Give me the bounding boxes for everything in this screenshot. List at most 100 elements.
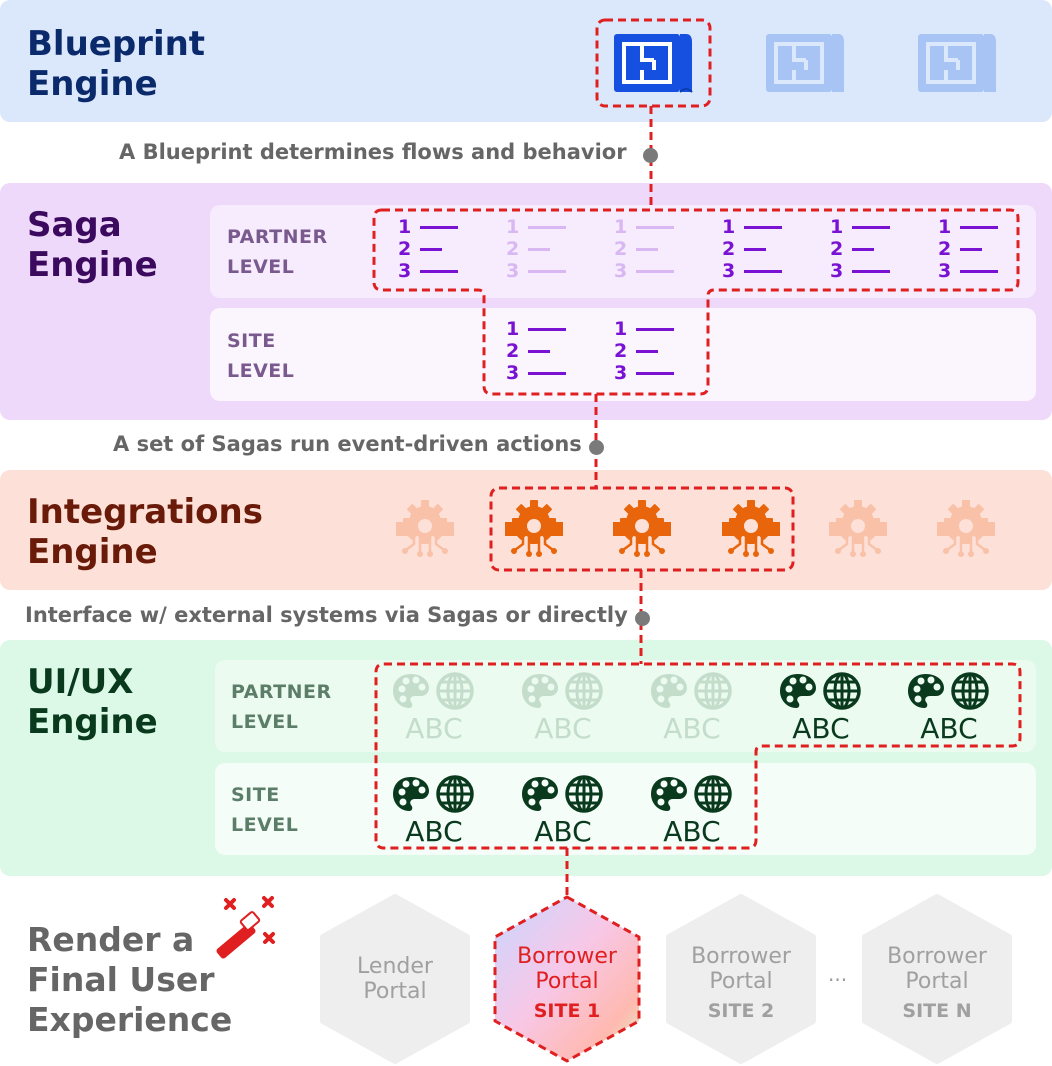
saga-list-line — [636, 270, 674, 273]
globe-icon — [565, 672, 603, 710]
saga-list-line — [528, 372, 566, 375]
uiux-component[interactable]: ABC — [391, 672, 491, 752]
uiux-component[interactable]: ABC — [520, 672, 620, 752]
saga-list-line — [528, 270, 566, 273]
integration-gear-icon[interactable] — [609, 498, 675, 560]
palette-icon — [522, 674, 558, 708]
uiux-component[interactable]: ABC — [649, 775, 749, 855]
saga-list-line — [744, 226, 782, 229]
saga-caption: A set of Sagas run event-driven actions — [113, 432, 582, 456]
uiux-site-label-line1: SITE — [231, 784, 280, 806]
saga-list-line — [744, 248, 766, 251]
blueprint-icon[interactable] — [764, 30, 846, 96]
saga-partner-level-label: PARTNER LEVEL — [227, 222, 328, 282]
saga-list-number: 1 — [614, 216, 628, 238]
saga-list-line — [420, 270, 458, 273]
integration-gear-icon[interactable] — [825, 498, 891, 560]
saga-list-line — [852, 270, 890, 273]
globe-icon — [951, 672, 989, 710]
uiux-component[interactable]: ABC — [906, 672, 1006, 752]
saga-list-line — [636, 226, 674, 229]
saga-list-line — [960, 270, 998, 273]
saga-list-number: 3 — [614, 260, 628, 282]
hexagon-shape — [320, 894, 470, 1064]
saga-list-number: 2 — [506, 238, 520, 260]
uiux-component-label: ABC — [405, 815, 463, 848]
portal-site-label: SITE 2 — [707, 1000, 775, 1022]
saga-list-line — [528, 328, 566, 331]
globe-icon — [436, 775, 474, 813]
saga-list-number: 2 — [722, 238, 736, 260]
portal-name-line2: Portal — [535, 969, 599, 994]
saga-list-number: 3 — [506, 362, 520, 384]
portal-site-label: SITE 1 — [533, 1000, 601, 1022]
portal-name-line1: Borrower — [887, 944, 987, 969]
integration-gear-icon[interactable] — [933, 498, 999, 560]
saga-list-number: 3 — [722, 260, 736, 282]
integrations-engine-title: Integrations Engine — [27, 492, 263, 572]
portal-name-line1: Lender — [357, 954, 433, 979]
saga-list-line — [636, 328, 674, 331]
saga-list-number: 1 — [398, 216, 412, 238]
saga-list-number: 3 — [938, 260, 952, 282]
saga-list-number: 1 — [938, 216, 952, 238]
uiux-component[interactable]: ABC — [778, 672, 878, 752]
blueprint-caption-dot — [643, 148, 658, 163]
palette-icon — [908, 674, 944, 708]
palette-icon — [393, 777, 429, 811]
uiux-component-label: ABC — [534, 712, 592, 745]
saga-site-label-line1: SITE — [227, 330, 276, 352]
uiux-site-label-line2: LEVEL — [231, 814, 299, 836]
saga-caption-dot — [589, 440, 604, 455]
globe-icon — [565, 775, 603, 813]
uiux-component[interactable]: ABC — [391, 775, 491, 855]
globe-icon — [823, 672, 861, 710]
palette-icon — [651, 777, 687, 811]
saga-list-line — [636, 372, 674, 375]
globe-icon — [694, 672, 732, 710]
uiux-component[interactable]: ABC — [520, 775, 620, 855]
saga-list-line — [420, 226, 458, 229]
saga-list-number: 3 — [506, 260, 520, 282]
saga-list-number: 1 — [722, 216, 736, 238]
render-title-line3: Experience — [27, 1000, 233, 1039]
blueprint-caption: A Blueprint determines flows and behavio… — [119, 140, 627, 164]
blueprint-icon[interactable] — [612, 30, 694, 96]
uiux-component[interactable]: ABC — [649, 672, 749, 752]
saga-list-line — [528, 350, 550, 353]
saga-list-line — [852, 248, 874, 251]
blueprint-icon[interactable] — [916, 30, 998, 96]
uiux-partner-label-line2: LEVEL — [231, 711, 299, 733]
uiux-component-label: ABC — [663, 712, 721, 745]
saga-list-number: 1 — [506, 216, 520, 238]
saga-list-line — [636, 350, 658, 353]
saga-list-number: 3 — [614, 362, 628, 384]
integration-gear-icon[interactable] — [718, 498, 784, 560]
portal-name-line2: Portal — [363, 979, 427, 1004]
uiux-engine-title: UI/UX Engine — [27, 662, 158, 742]
integration-gear-icon[interactable] — [392, 498, 458, 560]
uiux-site-level-label: SITE LEVEL — [231, 780, 298, 840]
hexagon-shape — [666, 894, 816, 1064]
portal-site-label: SITE N — [902, 1000, 972, 1022]
globe-icon — [694, 775, 732, 813]
saga-list-line — [960, 226, 998, 229]
saga-list-number: 3 — [398, 260, 412, 282]
blueprint-title-line2: Engine — [27, 64, 158, 104]
integration-gear-icon[interactable] — [501, 498, 567, 560]
saga-list-number: 1 — [614, 318, 628, 340]
saga-list-number: 1 — [830, 216, 844, 238]
saga-engine-title: Saga Engine — [27, 205, 158, 285]
